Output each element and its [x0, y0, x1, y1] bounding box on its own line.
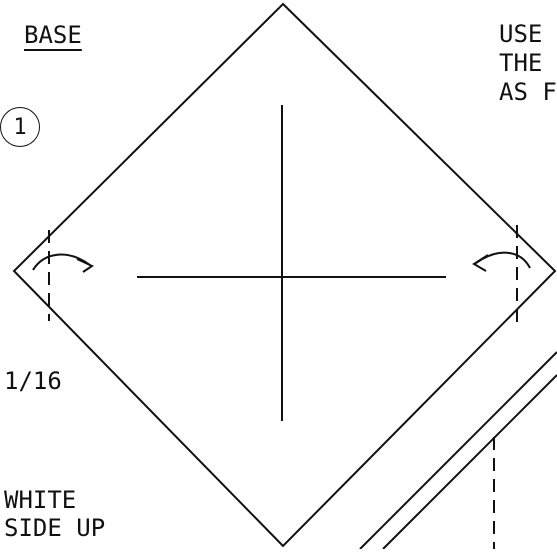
- left-arrow-head: [76, 258, 95, 273]
- step-number-badge: 1: [0, 107, 40, 147]
- note-line: USE: [499, 20, 543, 48]
- next-step-edge-1: [359, 351, 557, 550]
- note-line: THE: [499, 49, 543, 77]
- side-instruction: WHITE SIDE UP: [4, 486, 105, 542]
- paper-square: [12, 2, 557, 548]
- side-line: WHITE: [4, 486, 77, 514]
- note-line: AS F: [499, 78, 557, 106]
- right-arrow-head: [472, 254, 489, 272]
- left-fold-arrow: [32, 253, 91, 271]
- step-number: 1: [13, 114, 27, 140]
- fold-ratio: 1/16: [4, 367, 62, 395]
- next-step-edge-2: [382, 374, 557, 550]
- page-title: BASE: [24, 21, 82, 49]
- instruction-note: USE THE AS F: [499, 20, 557, 107]
- right-fold-arrow: [475, 251, 531, 269]
- side-line: SIDE UP: [4, 514, 106, 542]
